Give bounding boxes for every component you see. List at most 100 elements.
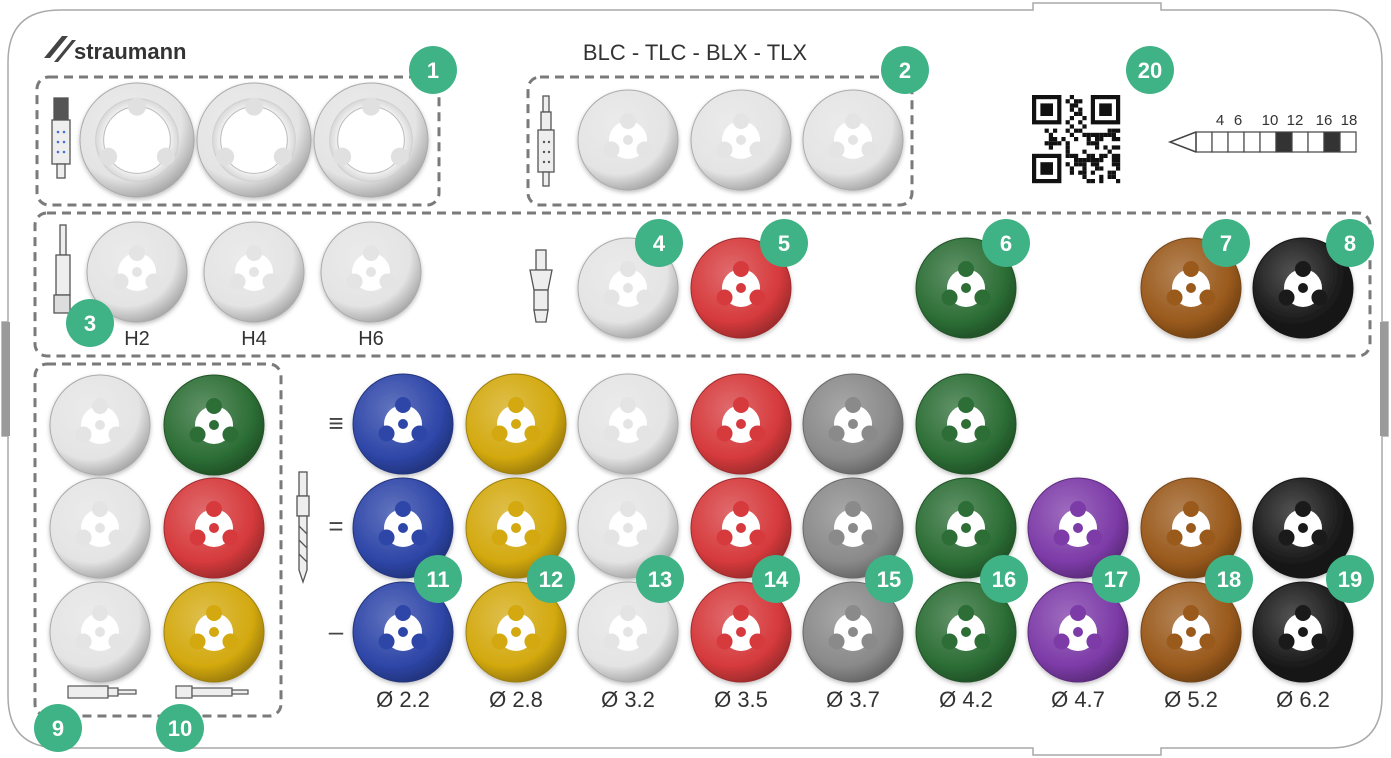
yellow-ring (465, 477, 567, 579)
badge-2: 2 (881, 46, 929, 94)
gauge-segment (1339, 131, 1357, 153)
yellow-ring (465, 581, 567, 683)
diameter-label: Ø 2.2 (376, 687, 430, 712)
section-3-8-frame (33, 211, 1372, 358)
green-ring (915, 373, 1017, 475)
gauge-segment (1291, 131, 1309, 153)
badge-number: 7 (1220, 231, 1232, 256)
green-ring (163, 374, 265, 476)
length-mark-medium: = (328, 511, 343, 541)
drill-icon (296, 471, 310, 585)
section-2-frame (526, 75, 914, 207)
blue-ring (352, 477, 454, 579)
gauge-segment (1307, 131, 1325, 153)
badge-number: 17 (1104, 567, 1128, 592)
white-ring (49, 581, 151, 683)
height-label-h6: H6 (358, 328, 384, 350)
badge-number: 16 (992, 567, 1016, 592)
badge-number: 14 (764, 567, 789, 592)
badge-17: 17 (1092, 555, 1140, 603)
badge-number: 19 (1338, 567, 1362, 592)
badge-number: 3 (84, 311, 96, 336)
gauge-label-4: 4 (1216, 112, 1224, 129)
height-label-h2: H2 (124, 328, 150, 350)
white-ring (802, 89, 904, 191)
diameter-label: Ø 4.7 (1051, 687, 1105, 712)
badge-number: 15 (877, 567, 901, 592)
white-ring (577, 581, 679, 683)
black-ring (1252, 581, 1354, 683)
left-handle (2, 322, 10, 436)
right-handle (1380, 322, 1388, 436)
screwdriver-icon (537, 95, 555, 187)
gray-ring (802, 581, 904, 683)
gray-ring (802, 373, 904, 475)
gauge-segment (1323, 131, 1341, 153)
badge-12: 12 (527, 555, 575, 603)
red-ring (690, 581, 792, 683)
green-ring (915, 477, 1017, 579)
yellow-ring (465, 373, 567, 475)
gauge-arrow-tip (1167, 131, 1197, 153)
white-ring (49, 477, 151, 579)
white-ring (577, 373, 679, 475)
depth-gauge: 4 6 10 12 16 18 (1167, 112, 1357, 153)
badge-9: 9 (34, 704, 82, 752)
gauge-label-6: 6 (1234, 112, 1242, 129)
green-ring (915, 237, 1017, 339)
white-ring (49, 374, 151, 476)
qr-code (1032, 95, 1121, 184)
horizontal-drill-icon-10 (175, 685, 249, 699)
white-ring (577, 477, 679, 579)
badge-10: 10 (156, 704, 204, 752)
length-mark-long: ≡ (328, 408, 343, 438)
gauge-segment (1211, 131, 1229, 153)
black-ring (1252, 477, 1354, 579)
brown-ring (1140, 581, 1242, 683)
white-ring (79, 82, 195, 198)
section-9-10-frame (33, 362, 283, 718)
diameter-labels: Ø 2.2 Ø 2.8 Ø 3.2 Ø 3.5 Ø 3.7 Ø 4.2 Ø 4.… (376, 687, 1330, 712)
diameter-label: Ø 4.2 (939, 687, 993, 712)
length-mark-short: – (329, 616, 344, 646)
systems-title: BLC - TLC - BLX - TLX (583, 40, 807, 65)
badge-20: 20 (1126, 46, 1174, 94)
blue-ring (352, 581, 454, 683)
yellow-ring (163, 581, 265, 683)
badge-number: 8 (1344, 231, 1356, 256)
badge-number: 11 (426, 567, 449, 592)
horizontal-drill-icon-9 (67, 685, 137, 699)
section-1-frame (35, 75, 441, 207)
badge-5: 5 (760, 219, 808, 267)
badge-19: 19 (1326, 555, 1374, 603)
post-tool-icon (53, 224, 71, 314)
white-ring (203, 221, 305, 323)
badge-6: 6 (982, 219, 1030, 267)
diameter-label: Ø 3.5 (714, 687, 768, 712)
gray-ring (802, 477, 904, 579)
diameter-label: Ø 3.7 (826, 687, 880, 712)
white-ring (577, 89, 679, 191)
badge-number: 20 (1138, 58, 1162, 83)
red-ring (163, 477, 265, 579)
brand-logo: straumann (44, 36, 186, 64)
white-ring (320, 221, 422, 323)
gauge-segment (1243, 131, 1261, 153)
badge-1: 1 (409, 46, 457, 94)
diameter-label: Ø 6.2 (1276, 687, 1330, 712)
purple-ring (1027, 477, 1129, 579)
gauge-label-16: 16 (1316, 112, 1333, 129)
diameter-label: Ø 2.8 (489, 687, 543, 712)
badge-3: 3 (66, 299, 114, 347)
badge-13: 13 (636, 555, 684, 603)
brown-ring (1140, 477, 1242, 579)
diameter-label: Ø 5.2 (1164, 687, 1218, 712)
badge-8: 8 (1326, 219, 1374, 267)
diameter-label: Ø 3.2 (601, 687, 655, 712)
white-ring (313, 82, 429, 198)
green-ring (915, 581, 1017, 683)
blue-ring (352, 373, 454, 475)
badge-16: 16 (980, 555, 1028, 603)
